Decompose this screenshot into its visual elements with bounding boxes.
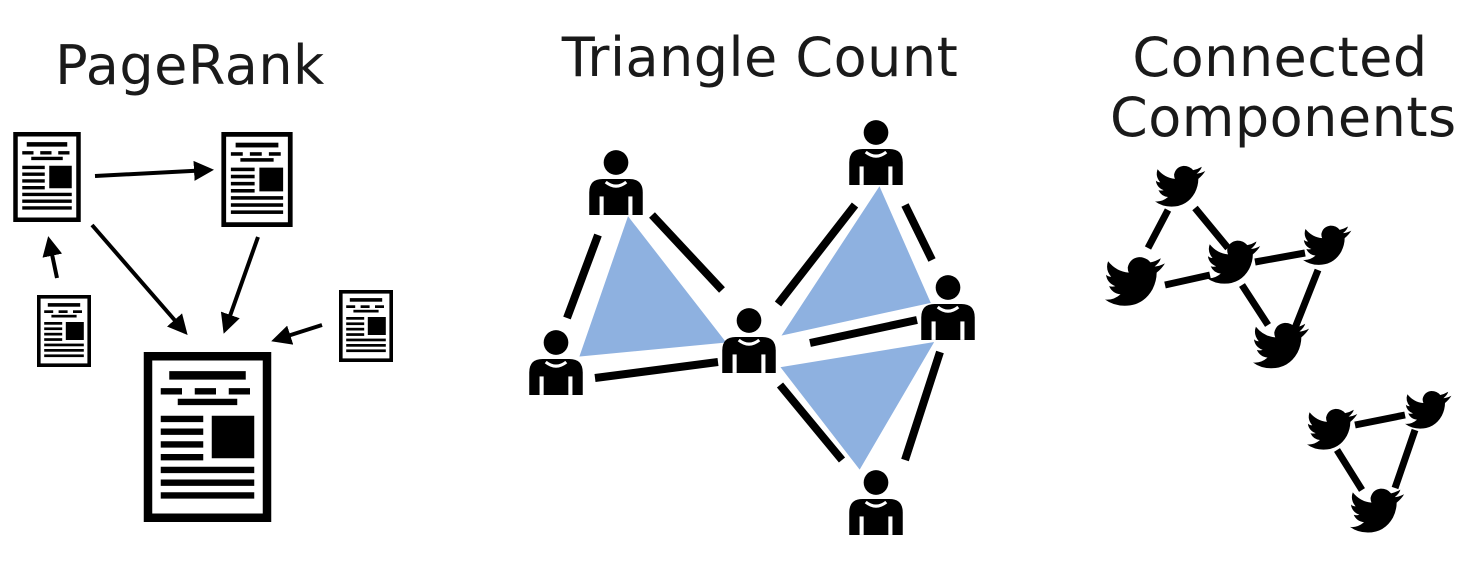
web-page-icon xyxy=(148,356,267,518)
twitter-bird-icon xyxy=(1303,225,1352,265)
graph-edge xyxy=(809,316,918,347)
connected-components-diagram xyxy=(1105,165,1452,533)
graph-edge xyxy=(774,202,859,307)
twitter-bird-icon xyxy=(1207,240,1261,284)
graph-edge xyxy=(594,358,719,382)
pagerank-edge xyxy=(271,323,323,345)
graph-edge xyxy=(1291,268,1322,330)
graph-edge xyxy=(1192,205,1231,251)
graph-edge xyxy=(649,212,725,293)
graph-edge xyxy=(1334,448,1365,492)
graph-edge xyxy=(1391,428,1419,490)
pagerank-edge xyxy=(90,223,188,336)
pagerank-edge xyxy=(42,236,63,279)
connected-components-title: Connected Components xyxy=(1110,26,1457,150)
person-icon xyxy=(527,325,585,397)
pagerank-diagram xyxy=(16,134,392,518)
person-icon xyxy=(720,303,778,375)
triangle-face xyxy=(570,203,738,364)
person-icon xyxy=(919,270,977,342)
graph-edge xyxy=(1164,271,1211,289)
twitter-bird-icon xyxy=(1155,165,1206,207)
connected-components-title-line2: Components xyxy=(1110,86,1457,150)
pagerank-edge xyxy=(94,160,214,181)
twitter-bird-icon xyxy=(1350,488,1405,533)
graph-edge xyxy=(1144,208,1172,250)
web-page-icon xyxy=(341,292,391,360)
twitter-bird-icon xyxy=(1307,408,1358,450)
person-icon xyxy=(847,115,905,187)
person-icon xyxy=(587,145,645,217)
triangle-face xyxy=(769,334,946,481)
web-page-icon xyxy=(224,134,291,224)
graph-edge xyxy=(776,382,846,463)
pagerank-title: PageRank xyxy=(55,34,325,97)
twitter-bird-icon xyxy=(1105,257,1165,306)
twitter-bird-icon xyxy=(1253,322,1310,369)
graph-edge xyxy=(563,233,602,320)
pagerank-edge xyxy=(220,236,260,334)
graph-edge xyxy=(1354,411,1406,429)
graph-edge xyxy=(1239,283,1271,327)
web-page-icon xyxy=(36,295,92,367)
graph-edge xyxy=(901,203,936,262)
web-page-icon xyxy=(16,134,79,220)
triangle-face xyxy=(768,173,940,345)
graph-edge xyxy=(901,350,944,462)
connected-components-title-line1: Connected xyxy=(1132,26,1428,89)
triangle-count-diagram xyxy=(527,115,977,537)
triangle-count-title: Triangle Count xyxy=(561,26,959,89)
twitter-bird-icon xyxy=(1405,391,1452,429)
graph-edge xyxy=(1254,249,1306,266)
